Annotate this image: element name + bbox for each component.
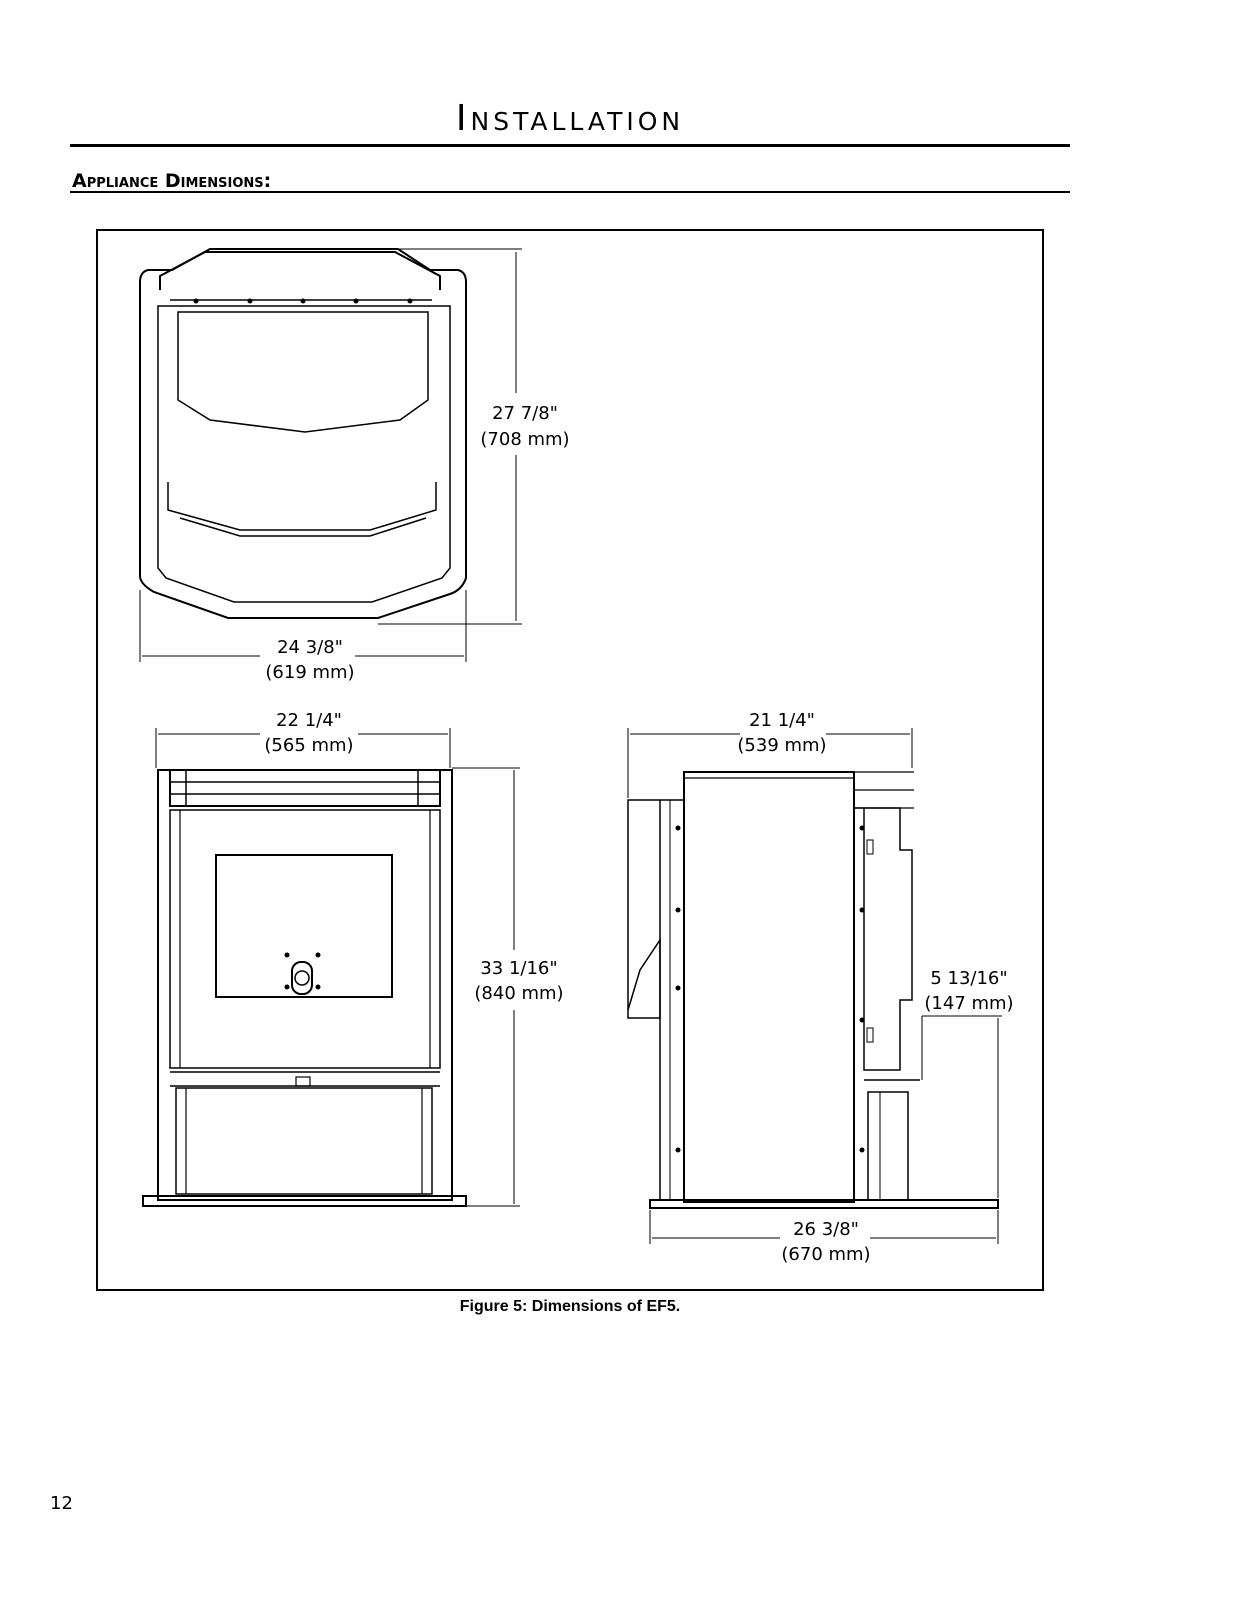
top-view-dimension-lines — [139, 248, 522, 662]
front-view-dimension-lines — [155, 728, 520, 1207]
side-view-dimension-lines — [627, 728, 1002, 1244]
top-depth-mm: (708 mm) — [480, 429, 569, 450]
section-heading: Appliance Dimensions: — [72, 170, 272, 192]
front-height-inch: 33 1/16" — [480, 958, 557, 979]
page-number: 12 — [50, 1493, 73, 1514]
top-width-mm: (619 mm) — [265, 662, 354, 683]
side-flue-height-mm: (147 mm) — [924, 993, 1013, 1014]
top-view — [139, 248, 467, 619]
side-base-depth-mm: (670 mm) — [781, 1244, 870, 1265]
front-view — [142, 769, 467, 1207]
figure-caption: Figure 5: Dimensions of EF5. — [459, 1298, 681, 1315]
side-width-mm: (539 mm) — [737, 735, 826, 756]
page-title: Installation — [455, 98, 685, 139]
figure-frame — [96, 229, 1044, 1291]
section-rule — [70, 191, 1070, 193]
title-rule — [70, 144, 1070, 147]
side-flue-height-inch: 5 13/16" — [930, 968, 1007, 989]
dimension-drawing: 27 7/8" (708 mm) 24 3/8" (619 mm) — [96, 229, 1044, 1291]
side-base-depth-inch: 26 3/8" — [793, 1219, 859, 1240]
top-width-inch: 24 3/8" — [277, 637, 343, 658]
front-width-inch: 22 1/4" — [276, 710, 342, 731]
front-width-mm: (565 mm) — [264, 735, 353, 756]
top-depth-inch: 27 7/8" — [492, 403, 558, 424]
side-view — [627, 771, 999, 1209]
front-height-mm: (840 mm) — [474, 983, 563, 1004]
side-width-inch: 21 1/4" — [749, 710, 815, 731]
